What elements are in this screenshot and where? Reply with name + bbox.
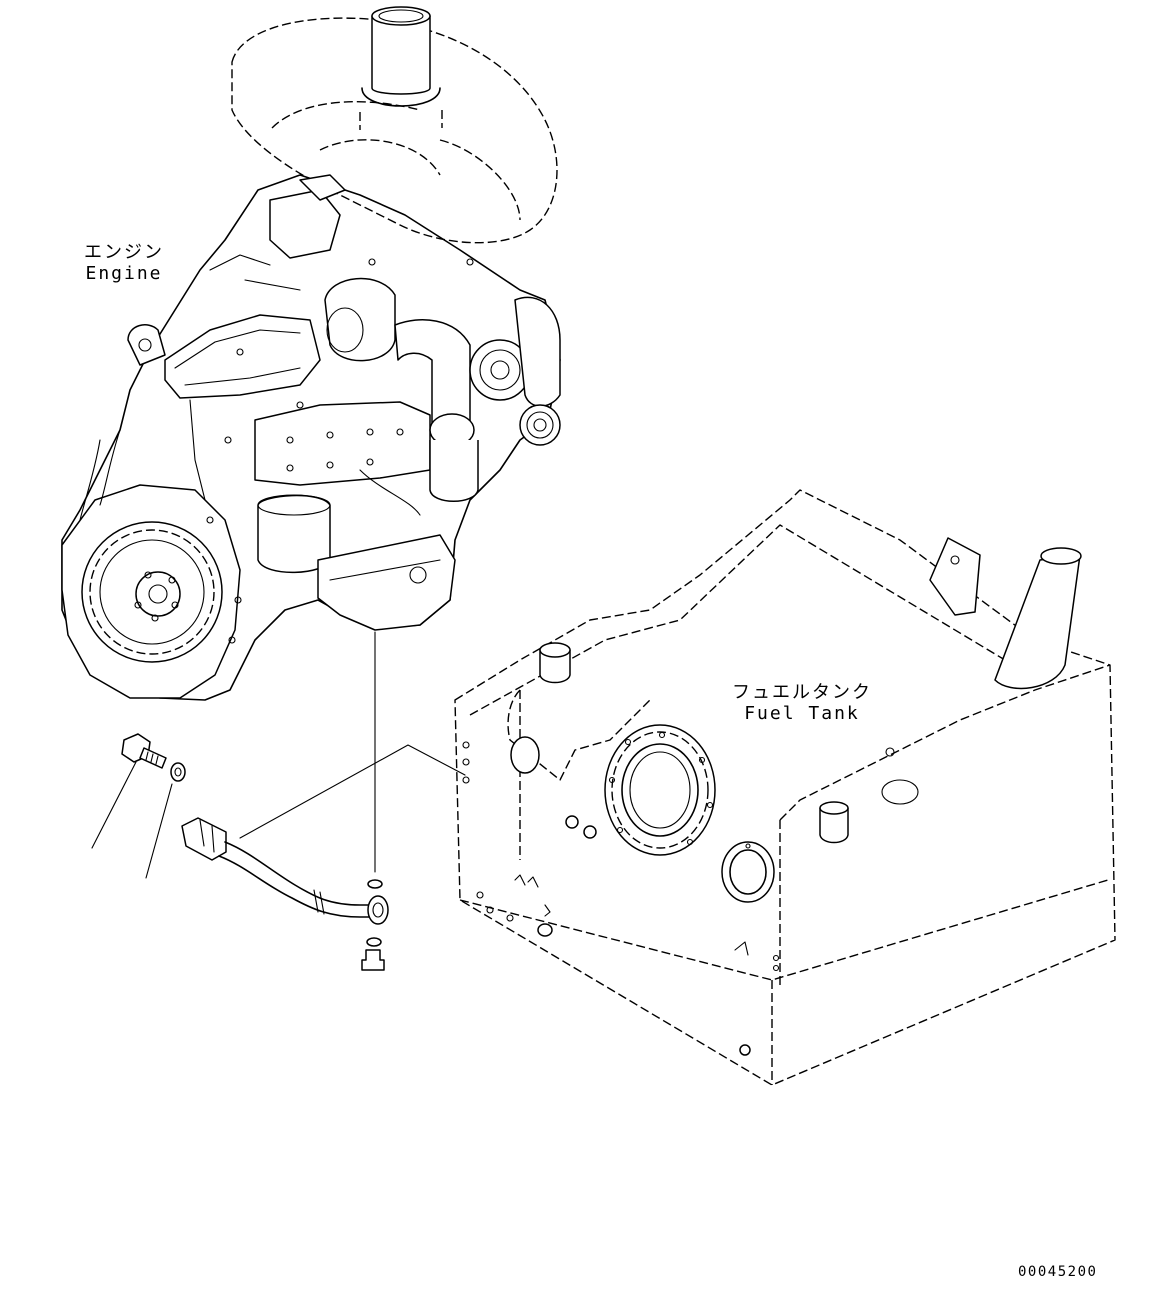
right-boss — [819, 807, 849, 844]
engine-label: エンジン Engine — [84, 242, 164, 284]
fuel-tank-body — [454, 489, 1116, 1086]
top-port — [881, 779, 919, 805]
fuel-tank-label-en: Fuel Tank — [744, 702, 860, 724]
engine-illustration — [61, 6, 561, 873]
engine-label-jp: エンジン — [84, 242, 164, 263]
callout-line-bolt — [91, 761, 137, 849]
callout-line-washer — [145, 783, 173, 879]
muffler — [231, 6, 558, 244]
connector-bolt — [361, 949, 385, 971]
access-flange — [604, 724, 716, 856]
top-boss — [539, 649, 571, 684]
fuel-tank-illustration — [454, 489, 1116, 1086]
fuel-tank-label-jp: フュエルタンク — [732, 682, 872, 703]
drawing-number: 00045200 — [1018, 1264, 1098, 1280]
side-port — [510, 736, 540, 774]
level-gauge — [721, 841, 775, 903]
hose — [224, 841, 379, 906]
filler-neck — [994, 554, 1081, 690]
banjo-fitting — [367, 895, 389, 925]
engine-label-en: Engine — [85, 262, 163, 284]
fuel-tank-label: フュエルタンク Fuel Tank — [732, 682, 872, 724]
hose-fitting — [181, 817, 227, 861]
tank-leader-line — [239, 744, 466, 839]
engine-block — [61, 174, 561, 701]
o-ring-lower — [366, 937, 382, 947]
mount-bracket — [929, 537, 981, 616]
washer — [170, 762, 186, 782]
hose-assembly — [91, 733, 466, 971]
o-ring-upper — [367, 879, 383, 889]
bolt — [121, 733, 167, 769]
